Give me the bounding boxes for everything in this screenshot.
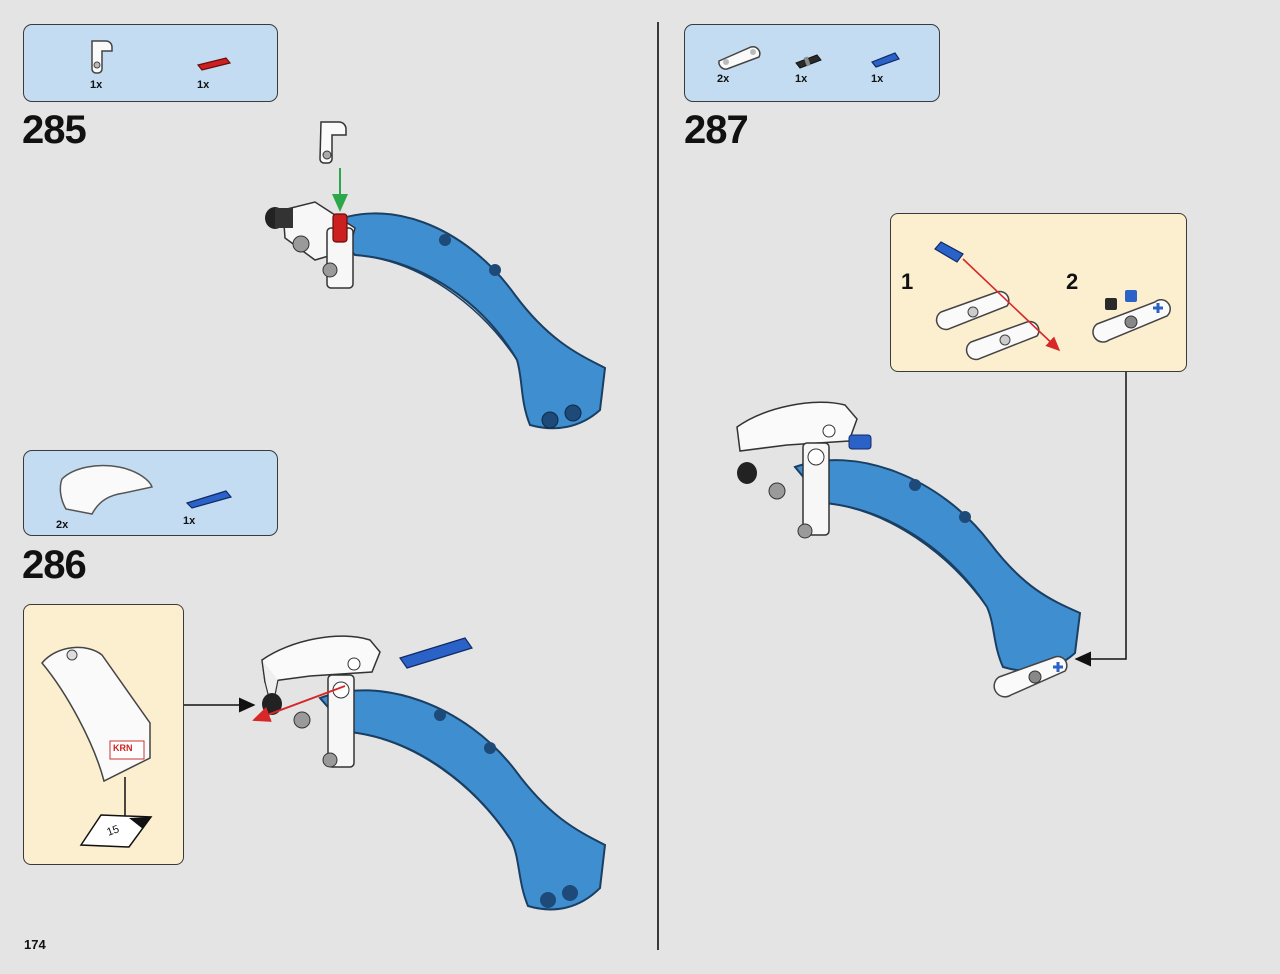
sticker-brand-text: KRN	[113, 743, 133, 753]
step-285-number: 285	[22, 108, 87, 152]
step-286-number: 286	[22, 543, 87, 587]
step-287-part-2-qty: 1x	[795, 73, 808, 85]
black-pin-icon	[795, 54, 822, 69]
substep-2-number: 2	[1066, 269, 1079, 294]
step-287-part-1-qty: 2x	[717, 73, 730, 85]
step-285-part-1-qty: 1x	[90, 79, 103, 91]
step-286-part-1-qty: 2x	[56, 519, 69, 531]
step-286-assembly-illustration	[252, 635, 607, 911]
blue-axle-pin-icon	[871, 52, 900, 68]
sticker-sheet-icon	[79, 814, 153, 848]
step-285-parts-list: 1x 1x	[23, 24, 278, 102]
step-286-sticker-callout: KRN 15	[23, 604, 184, 865]
white-liftarm-icon	[718, 46, 761, 70]
callout-connector-arrow	[1074, 372, 1127, 667]
white-panel-with-sticker-icon	[41, 646, 151, 783]
step-285-assembly-illustration	[265, 121, 607, 430]
red-axle-pin-icon	[196, 57, 232, 71]
blue-long-pin-icon	[185, 490, 233, 509]
callout-pointer-arrow	[184, 697, 256, 713]
substep-1-illustration	[934, 241, 1061, 361]
page-number: 174	[24, 937, 46, 952]
substep-1-number: 1	[901, 269, 914, 294]
step-287-number: 287	[684, 108, 749, 152]
step-287-assembly-illustration	[736, 401, 1082, 698]
step-287-part-3-qty: 1x	[871, 73, 884, 85]
white-curved-panel-icon	[59, 464, 153, 515]
substep-2-illustration	[1092, 290, 1171, 343]
white-angle-connector-icon	[91, 40, 113, 74]
step-286-part-2-qty: 1x	[183, 515, 196, 527]
sticker-leader-line	[124, 777, 126, 817]
step-287-parts-list: 2x 1x 1x	[684, 24, 940, 102]
step-285-part-2-qty: 1x	[197, 79, 210, 91]
step-287-subassembly-callout: 1 2	[890, 213, 1187, 372]
step-286-parts-list: 2x 1x	[23, 450, 278, 536]
page-divider	[657, 22, 659, 950]
